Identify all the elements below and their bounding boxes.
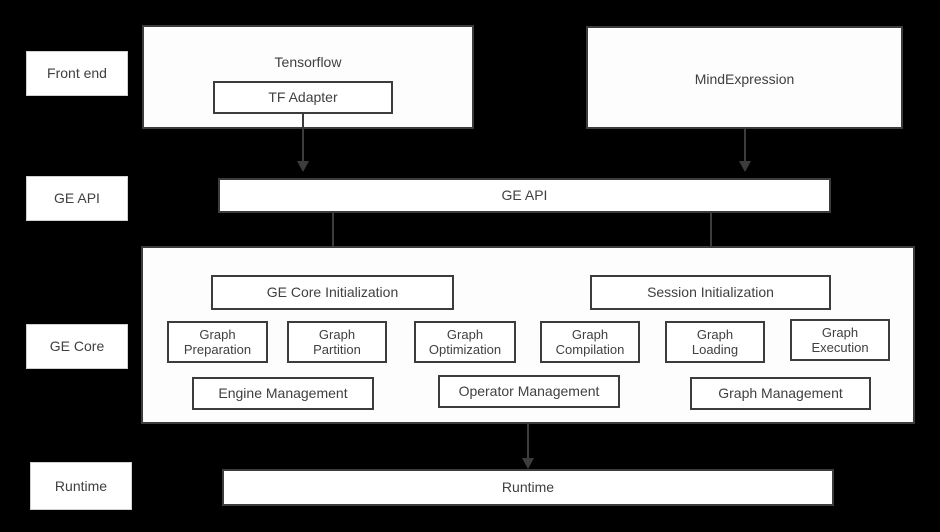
graph-optimization-box[interactable]: Graph Optimization xyxy=(414,321,516,363)
arrowhead-tf-adapter-to-ge-api xyxy=(297,161,309,172)
tensorflow-title: Tensorflow xyxy=(274,54,342,70)
connector-ge-core-to-runtime xyxy=(527,424,529,458)
connector-ge-api-to-session-init xyxy=(710,213,712,264)
tf-adapter-box[interactable]: TF Adapter xyxy=(213,81,393,114)
connector-mindexpression-to-ge-api xyxy=(744,129,746,161)
tier-label-ge-api: GE API xyxy=(26,176,128,221)
graph-execution-box[interactable]: Graph Execution xyxy=(790,319,890,361)
graph-compilation-box[interactable]: Graph Compilation xyxy=(540,321,640,363)
arrowhead-mindexpression-to-ge-api xyxy=(739,161,751,172)
runtime-bar[interactable]: Runtime xyxy=(222,469,834,506)
operator-management-box[interactable]: Operator Management xyxy=(438,375,620,408)
graph-preparation-box[interactable]: Graph Preparation xyxy=(167,321,268,363)
graph-partition-box[interactable]: Graph Partition xyxy=(287,321,387,363)
graph-management-box[interactable]: Graph Management xyxy=(690,377,871,410)
session-initialization-box[interactable]: Session Initialization xyxy=(590,275,831,310)
graph-loading-box[interactable]: Graph Loading xyxy=(665,321,765,363)
mindexpression-container xyxy=(586,26,903,129)
mindexpression-title: MindExpression xyxy=(694,71,795,87)
tier-label-ge-core: GE Core xyxy=(26,324,128,369)
tier-label-front-end: Front end xyxy=(26,51,128,96)
arrowhead-ge-core-to-runtime xyxy=(522,458,534,469)
tier-label-runtime: Runtime xyxy=(30,462,132,510)
ge-api-bar[interactable]: GE API xyxy=(218,178,831,213)
connector-ge-api-to-ge-core-init xyxy=(332,213,334,264)
connector-tf-adapter-to-ge-api xyxy=(302,114,304,161)
engine-management-box[interactable]: Engine Management xyxy=(192,377,374,410)
ge-core-initialization-box[interactable]: GE Core Initialization xyxy=(211,275,454,310)
